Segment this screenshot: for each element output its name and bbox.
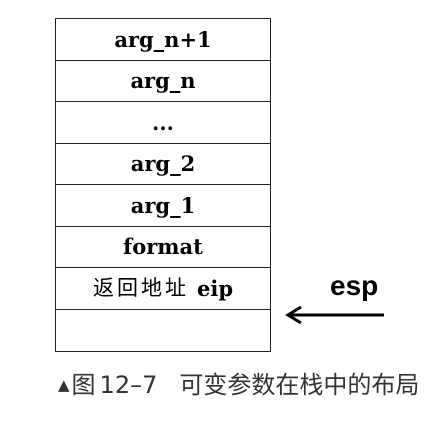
stack-cell-format: format [56,227,270,268]
stack-cell-arg-2: arg_2 [56,144,270,185]
caption-marker-icon: ▲ [58,376,70,394]
eip-register-label: eip [196,275,234,301]
esp-arrow-icon [285,305,384,325]
stack-cell-arg-1: arg_1 [56,185,270,227]
esp-arrow-head [285,305,302,325]
esp-pointer-label: esp [330,270,379,301]
stack-cell-arg-n: arg_n [56,61,270,102]
caption-prefix: 图 [71,371,96,399]
stack-cell-ellipsis: ... [56,102,270,144]
caption-figure-number: 12–7 [99,371,158,399]
return-address-label: 返回地址 [92,275,189,300]
stack-diagram: arg_n+1 arg_n ... arg_2 arg_1 format 返回地… [55,18,271,352]
caption-text: 可变参数在栈中的布局 [179,371,420,399]
stack-cell-arg-n-plus-1: arg_n+1 [56,19,270,61]
stack-cell-return-address: 返回地址 eip [56,268,270,310]
stack-cell-empty [56,310,270,352]
